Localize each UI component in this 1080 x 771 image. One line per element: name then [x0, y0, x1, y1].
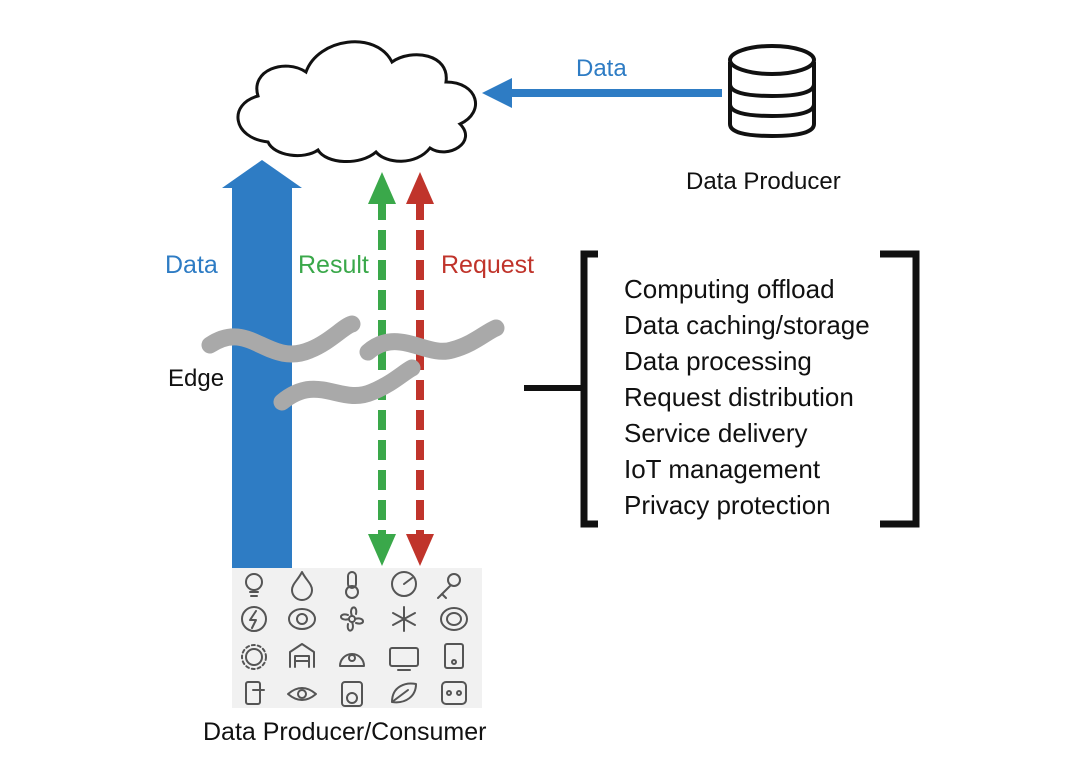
tablet-icon [444, 643, 464, 669]
device-icon-grid [232, 568, 482, 708]
right-bracket [880, 250, 920, 528]
garage-icon [289, 643, 315, 668]
eye-icon [287, 687, 317, 701]
fan-icon [340, 606, 364, 632]
plate-icon [440, 607, 468, 631]
door-lock-icon [245, 681, 265, 705]
edge-function-item: Request distribution [624, 382, 854, 412]
request-label: Request [441, 251, 535, 279]
result-arrow [368, 172, 396, 566]
tv-icon [389, 647, 419, 671]
edge-function-item: Computing offload [624, 274, 835, 304]
edge-function-item: Data processing [624, 346, 812, 376]
edge-functions-list: Computing offload Data caching/storage D… [624, 274, 870, 526]
bulb-icon [245, 573, 263, 597]
edge-function-item: Privacy protection [624, 490, 831, 520]
drop-icon [291, 571, 313, 601]
upstream-data-label: Data [165, 251, 218, 279]
data-producer-label: Data Producer [686, 168, 841, 195]
gauge-icon [391, 571, 417, 597]
wifi-disc-icon [288, 608, 316, 630]
edge-label: Edge [168, 365, 225, 392]
data-to-cloud-arrow [482, 78, 722, 108]
database-icon [728, 44, 816, 139]
speaker-icon [341, 681, 363, 707]
edge-function-item: IoT management [624, 454, 821, 484]
producer-consumer-label: Data Producer/Consumer [203, 718, 487, 746]
edge-waves [201, 315, 505, 411]
upstream-data-arrow [222, 160, 302, 568]
snowflake-icon [392, 606, 416, 632]
sun-icon [241, 644, 267, 670]
robot-vacuum-icon [339, 653, 365, 667]
thermometer-icon [345, 571, 359, 599]
socket-icon [441, 681, 467, 705]
left-bracket [580, 250, 598, 528]
result-label: Result [298, 251, 369, 279]
edge-function-item: Service delivery [624, 418, 808, 448]
leaf-icon [391, 682, 417, 704]
device-icons [241, 571, 468, 707]
cloud-data-label: Data [576, 55, 627, 82]
key-icon [437, 573, 461, 599]
power-icon [241, 606, 267, 632]
cloud-icon [236, 40, 478, 164]
edge-function-item: Data caching/storage [624, 310, 870, 340]
